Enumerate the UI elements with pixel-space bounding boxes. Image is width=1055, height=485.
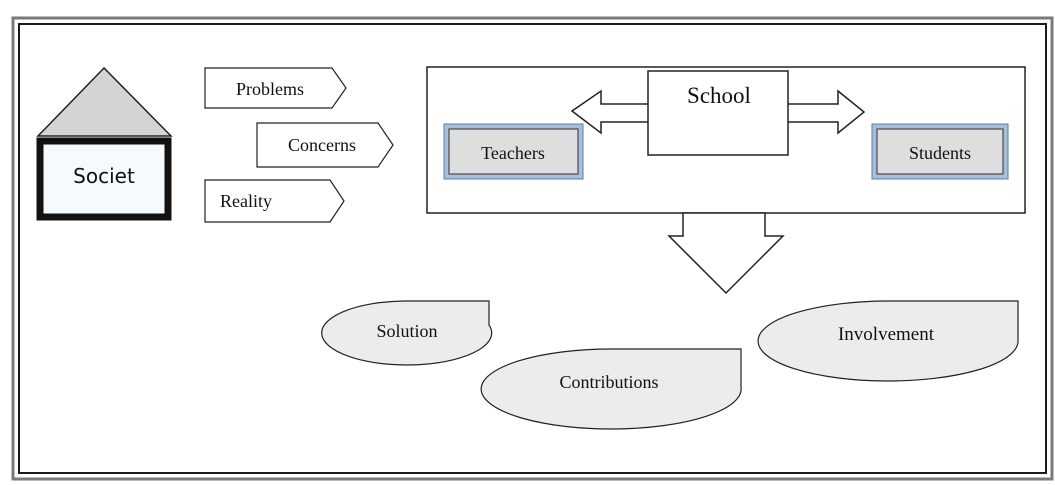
society-label: Societ <box>73 164 135 188</box>
solution-shape: Solution <box>321 300 493 366</box>
students-label: Students <box>909 143 971 163</box>
students-box: Students <box>871 123 1009 180</box>
teachers-box: Teachers <box>443 123 584 180</box>
outer-frame <box>11 16 1054 481</box>
school-box: School <box>647 70 789 156</box>
involvement-shape: Involvement <box>757 300 1019 382</box>
teachers-label: Teachers <box>481 143 545 163</box>
solution-label: Solution <box>376 321 437 341</box>
problems-label: Problems <box>236 79 304 99</box>
contributions-label: Contributions <box>559 372 658 392</box>
house-body <box>36 137 172 221</box>
problems-tag: Problems <box>204 67 347 109</box>
contributions-shape: Contributions <box>480 348 742 430</box>
society-house: Societ <box>36 66 173 221</box>
reality-label: Reality <box>220 191 272 211</box>
house-roof <box>36 66 173 137</box>
concerns-tag: Concerns <box>256 122 394 168</box>
school-label: School <box>687 83 751 108</box>
reality-tag: Reality <box>204 179 345 223</box>
concerns-label: Concerns <box>288 135 356 155</box>
involvement-label: Involvement <box>838 324 935 345</box>
down-arrow <box>667 212 785 295</box>
